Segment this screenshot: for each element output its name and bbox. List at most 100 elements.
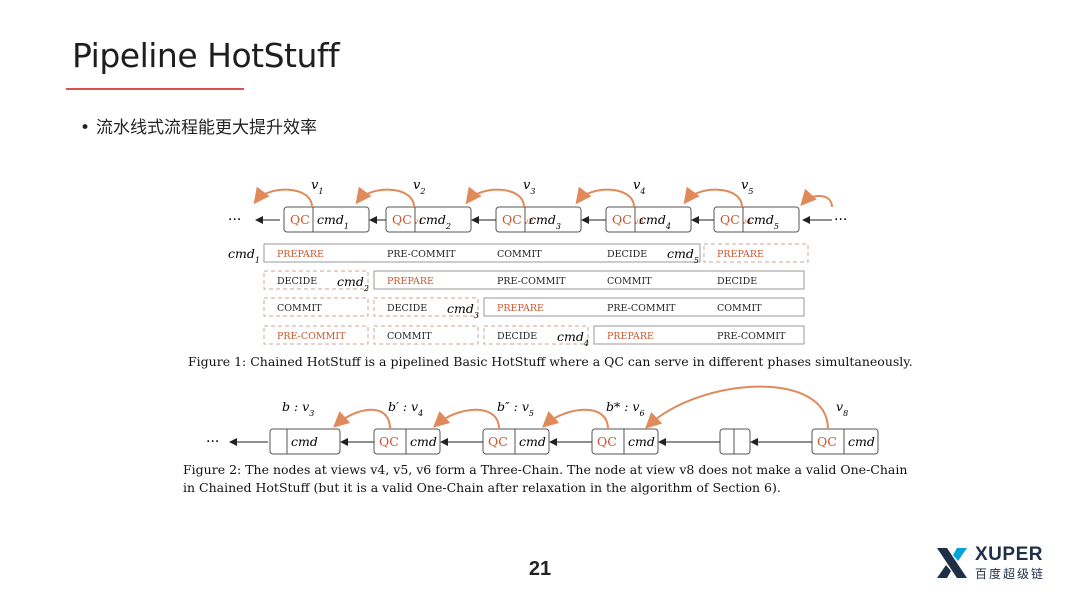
fig1-node-cmd-sub: 4 [665,222,671,231]
fig1-row-label: cmd1 [228,246,260,265]
fig2-view-label: v8 [836,399,848,418]
fig1-row-label: cmd4 [557,329,589,348]
fig1-phase-label: PREPARE [387,276,434,287]
fig1-phase-dashed-cell [703,243,809,263]
fig2-caption-line2: in Chained HotStuff (but it is a valid O… [183,480,781,495]
logo-subtitle: 百度超级链 [975,567,1046,581]
fig1-caption: Figure 1: Chained HotStuff is a pipeline… [188,354,913,369]
fig1-row-label: cmd3 [447,301,479,320]
fig1-node-qc-sub: v1 [414,217,424,226]
fig1-phase-label: PRE-COMMIT [717,331,786,342]
fig1-phase-dashed-cell [263,270,369,290]
fig2-node-box [719,428,751,455]
fig1-phase-dashed-cell [483,325,589,345]
fig1-node-qc-sub: v3 [634,217,644,226]
fig2-node-qc: QC [817,434,837,449]
fig1-phase-label: DECIDE [387,303,427,314]
fig2-node-cmd: cmd [291,434,318,449]
fig1-phase-row-box [373,270,805,290]
fig1-qc-arc [800,188,833,208]
xuper-logo: XUPER 百度超级链 [935,544,1055,581]
fig2-view-label: b′ : v4 [388,399,423,418]
fig1-node-cmd: cmd2 [419,212,451,231]
fig1-right-ellipsis: ··· [834,212,847,228]
fig1-node-cmd: cmd1 [317,212,349,231]
fig1-row-label-sub: 1 [255,256,260,265]
fig2-node-cmd: cmd [519,434,546,449]
bullet-item: •流水线式流程能更大提升效率 [80,113,317,138]
bullet-text: 流水线式流程能更大提升效率 [96,118,317,138]
fig2-caption-line1: Figure 2: The nodes at views v4, v5, v6 … [183,462,907,477]
fig1-phase-dashed-cell [263,297,369,317]
fig1-phase-label: COMMIT [387,331,432,342]
fig1-phase-label: PRE-COMMIT [607,303,676,314]
fig2-qc-arc [645,385,829,430]
fig1-phase-label: PREPARE [717,249,764,260]
fig1-phase-label: PRE-COMMIT [387,249,456,260]
fig1-view-label: v5 [741,178,753,196]
fig1-node-qc-sub: v4 [742,217,752,226]
fig1-qc-arc [465,186,525,208]
fig1-view-sub: 4 [639,187,645,196]
fig1-phase-row-box [483,297,805,317]
page-number: 21 [528,558,552,580]
fig1-left-ellipsis: ··· [228,212,241,228]
fig1-view-sub: 5 [748,187,753,196]
fig2-left-ellipsis: ··· [206,434,219,450]
fig2-node-cmd: cmd [848,434,875,449]
fig1-node-cmd-sub: 5 [774,222,779,231]
fig2-view-label: b : v3 [282,399,314,418]
bullet-dot: • [80,118,91,138]
fig1-phase-label: COMMIT [277,303,322,314]
fig1-phase-label: PRE-COMMIT [277,331,346,342]
fig1-node-cmd: cmd5 [747,212,779,231]
fig2-view-sub: 5 [529,409,534,418]
fig1-qc-arc [683,186,743,208]
fig1-phase-dashed-cell [263,325,369,345]
fig1-row-label-sub: 2 [363,284,369,293]
fig1-view-label: v3 [523,178,535,196]
fig2-qc-arc [433,408,500,430]
fig1-row-label: cmd2 [337,274,369,293]
fig1-view-label: v4 [633,178,645,196]
fig1-row-label-sub: 3 [474,311,479,320]
fig1-phase-label: PRE-COMMIT [497,276,566,287]
fig1-qc-arc [575,186,635,208]
fig1-phase-dashed-cell [373,297,479,317]
fig1-phase-label: DECIDE [607,249,647,260]
fig2-view-sub: 6 [639,409,644,418]
fig1-phase-label: PREPARE [497,303,544,314]
fig1-view-sub: 1 [318,187,323,196]
fig1-phase-label: COMMIT [717,303,762,314]
fig2-node-qc: QC [597,434,617,449]
fig1-phase-label: PREPARE [277,249,324,260]
fig2-view-sub: 8 [843,409,848,418]
fig2-view-label: b* : v6 [606,399,645,418]
fig1-phase-label: DECIDE [497,331,537,342]
fig1-node-cmd-sub: 2 [445,222,451,231]
fig2-qc-arc [542,408,609,430]
fig1-node-cmd: cmd4 [639,212,671,231]
fig1-phase-label: COMMIT [497,249,542,260]
fig2-node-cmd: cmd [410,434,437,449]
logo-brand: XUPER [975,544,1043,565]
fig1-view-sub: 3 [530,187,535,196]
fig1-phase-label: DECIDE [717,276,757,287]
fig2-node-qc: QC [379,434,399,449]
slide-title: Pipeline HotStuff [72,36,340,75]
fig1-phase-label: COMMIT [607,276,652,287]
fig2-qc-arc [333,408,391,430]
fig1-view-sub: 2 [419,187,425,196]
fig1-phase-label: PREPARE [607,331,654,342]
fig1-qc-arc [253,186,313,208]
title-underline [66,88,244,90]
fig1-node-cmd: cmd3 [529,212,561,231]
fig1-phase-label: DECIDE [277,276,317,287]
fig1-node-cmd-sub: 3 [556,222,561,231]
fig2-node-qc: QC [488,434,508,449]
fig1-node-cmd-sub: 1 [344,222,349,231]
fig1-qc-arc [355,186,415,208]
